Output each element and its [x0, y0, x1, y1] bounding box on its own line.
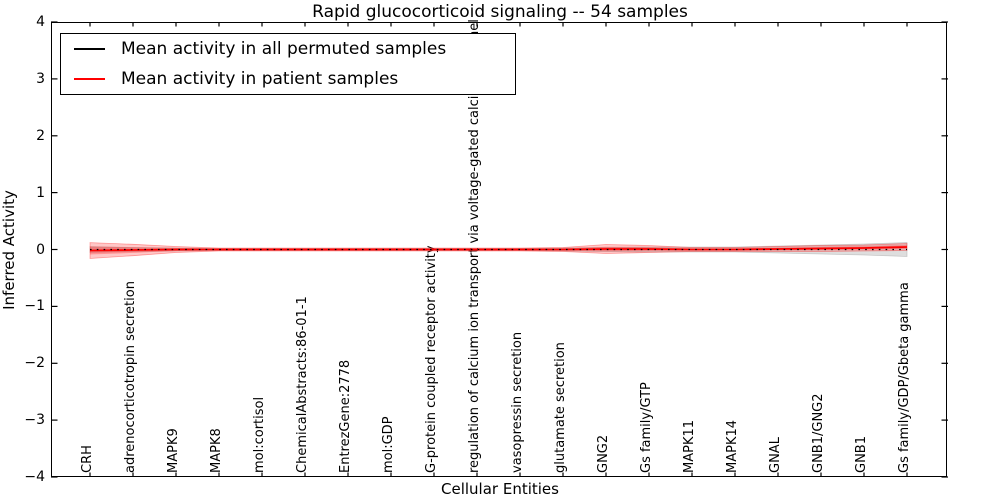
y-tick-label: 4 — [36, 14, 45, 30]
legend-label-permuted: Mean activity in all permuted samples — [121, 39, 447, 60]
patient-line-icon — [74, 77, 105, 80]
y-tick-label: 0 — [36, 241, 45, 258]
y-tick-label: −3 — [24, 412, 45, 429]
permuted-line-icon — [74, 48, 105, 51]
y-tick-label: −1 — [24, 298, 45, 315]
legend-item-permuted: Mean activity in all permuted samples — [61, 35, 515, 63]
y-tick-label: 1 — [36, 184, 45, 201]
y-tick-label: −2 — [24, 355, 45, 372]
legend-item-patient: Mean activity in patient samples — [61, 65, 515, 93]
y-tick-label: 2 — [36, 127, 45, 144]
y-tick-label: −4 — [24, 469, 45, 485]
y-tick-label: 3 — [36, 70, 45, 87]
chart-title: Rapid glucocorticoid signaling -- 54 sam… — [312, 2, 688, 22]
legend-label-patient: Mean activity in patient samples — [121, 68, 399, 89]
legend: Mean activity in all permuted samples Me… — [60, 33, 516, 95]
x-axis-title: Cellular Entities — [441, 480, 559, 498]
